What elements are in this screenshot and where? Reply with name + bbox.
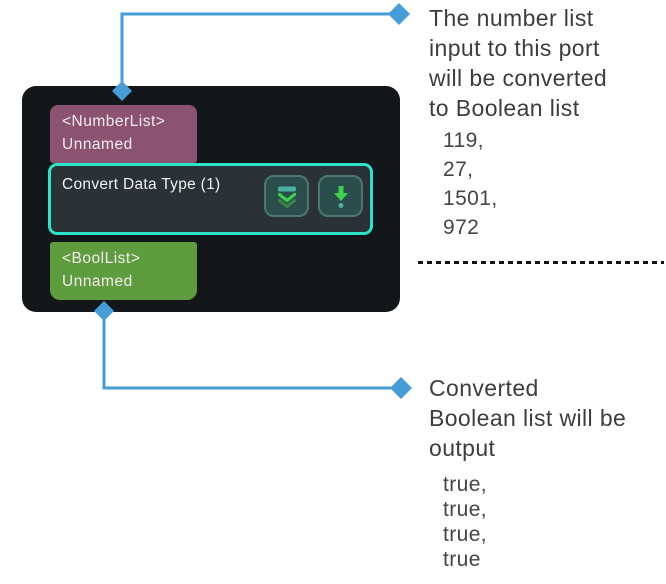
run-to-step-button[interactable] (318, 175, 363, 217)
connector-diamond (390, 377, 412, 399)
value-line: 1501, (443, 187, 498, 210)
text-line: will be converted (429, 65, 608, 91)
value-line: 972 (443, 216, 480, 239)
text-line: Converted (429, 375, 539, 401)
output-annotation-heading: Converted Boolean list will be output (429, 373, 626, 463)
double-chevron-down-icon (277, 186, 296, 209)
output-port-name-label: Unnamed (62, 273, 133, 290)
input-connector-line (120, 12, 400, 93)
output-port-type-label: <BoolList> (62, 250, 141, 267)
step-box[interactable]: Convert Data Type (1) (48, 163, 373, 235)
value-line: true, (443, 523, 488, 546)
value-line: true, (443, 498, 488, 521)
text-line: input to this port (429, 35, 600, 61)
value-line: 119, (443, 129, 484, 152)
input-port-name-label: Unnamed (62, 136, 133, 153)
connector-diamond (388, 3, 410, 25)
value-line: 27, (443, 158, 474, 181)
convert-data-type-node[interactable]: <NumberList> Unnamed Convert Data Type (… (22, 86, 400, 312)
text-line: The number list (429, 5, 594, 31)
text-line: output (429, 435, 496, 461)
output-values-list: true, true, true, true (443, 472, 487, 572)
input-port-type-label: <NumberList> (62, 113, 166, 130)
output-connector-line (102, 309, 402, 390)
step-title: Convert Data Type (1) (62, 176, 221, 193)
value-line: true, (443, 473, 488, 496)
text-line: to Boolean list (429, 95, 580, 121)
input-port-numberlist[interactable]: <NumberList> Unnamed (50, 105, 197, 163)
input-values-list: 119, 27, 1501, 972 (443, 126, 498, 242)
output-port-boollist[interactable]: <BoolList> Unnamed (50, 242, 197, 300)
text-line: Boolean list will be (429, 405, 627, 431)
dotted-divider (418, 261, 664, 264)
value-line: true (443, 548, 481, 571)
collapse-parameters-button[interactable] (264, 175, 309, 217)
input-annotation-heading: The number list input to this port will … (429, 3, 607, 123)
arrow-down-dot-icon (333, 186, 348, 208)
